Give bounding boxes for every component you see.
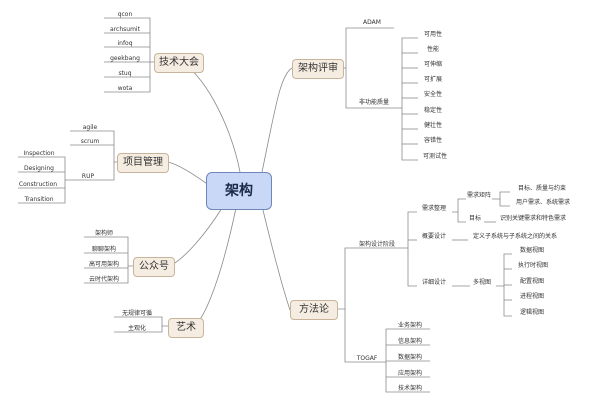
public-account-node[interactable]: 公众号 — [133, 257, 175, 277]
design-stage-label: 架构设计阶段 — [358, 241, 395, 248]
public-account-item: 架构师 — [94, 230, 113, 237]
art-node[interactable]: 艺术 — [168, 318, 204, 338]
arch-review-node[interactable]: 架构评审 — [292, 59, 344, 79]
togaf-item: 数据架构 — [397, 354, 422, 361]
quality-item: 性能 — [426, 46, 439, 53]
goal-label: 目标 — [468, 215, 481, 222]
quality-item: 可伸缩 — [423, 61, 442, 68]
view-item: 配置视图 — [519, 278, 544, 285]
detailed-design-label: 详细设计 — [421, 279, 446, 286]
quality-item: 稳定性 — [423, 107, 442, 114]
tech-conf-item: qcon — [117, 11, 133, 18]
public-account-item: 高可用架构 — [88, 261, 119, 268]
matrix-item: 目标、质量与约束 — [517, 185, 566, 192]
rup-phase: Construction — [18, 181, 58, 188]
requirements-label: 需求整理 — [421, 205, 446, 212]
methodology-node[interactable]: 方法论 — [290, 300, 338, 320]
overview-design-label: 概要设计 — [421, 233, 446, 240]
quality-item: 可扩展 — [423, 76, 442, 83]
overview-item: 定义子系统与子系统之间的关系 — [472, 233, 557, 240]
tech-conf-item: archsumit — [110, 26, 140, 33]
matrix-item: 用户需求、系统需求 — [515, 199, 570, 206]
view-item: 逻辑视图 — [519, 309, 544, 316]
quality-item: 健壮性 — [423, 122, 442, 129]
center-node[interactable]: 架构 — [206, 172, 272, 210]
pm-item-agile: agile — [82, 124, 98, 131]
togaf-item: 信息架构 — [397, 338, 422, 345]
req-matrix-label: 需求矩阵 — [466, 192, 491, 199]
togaf-item: 技术架构 — [397, 385, 422, 392]
public-account-item: 聊聊架构 — [91, 246, 116, 253]
multiview-label: 多视图 — [472, 279, 491, 286]
quality-item: 可测试性 — [422, 153, 447, 160]
pm-item-scrum: scrum — [80, 138, 100, 145]
quality-item: 安全性 — [423, 91, 442, 98]
art-item: 主观化 — [127, 325, 146, 332]
rup-phase: Designing — [24, 165, 54, 172]
quality-item: 可用性 — [423, 31, 442, 38]
tech-conf-item: infoq — [117, 40, 133, 47]
pm-item-rup: RUP — [81, 173, 95, 180]
rup-phase: Transition — [24, 196, 54, 203]
togaf-label: TOGAF — [356, 355, 378, 362]
tech-conf-item: stuq — [118, 70, 132, 77]
tech-conf-item: wota — [117, 85, 133, 92]
view-item: 执行时视图 — [517, 262, 548, 269]
rup-phase: Inspection — [23, 150, 55, 157]
project-management-node[interactable]: 项目管理 — [117, 153, 169, 173]
tech-conf-item: geekbang — [110, 55, 140, 62]
art-item: 无规律可循 — [121, 310, 152, 317]
quality-item: 容错性 — [423, 137, 442, 144]
goal-item: 识别关键需求和特色需求 — [499, 215, 566, 222]
adam-label: ADAM — [363, 19, 381, 26]
togaf-item: 应用架构 — [397, 370, 422, 377]
togaf-item: 业务架构 — [397, 322, 422, 329]
view-item: 数据视图 — [519, 247, 544, 254]
tech-conference-node[interactable]: 技术大会 — [154, 53, 204, 73]
public-account-item: 云时代架构 — [88, 276, 119, 283]
nonfunctional-quality-label: 非功能质量 — [358, 99, 389, 106]
view-item: 进程视图 — [519, 293, 544, 300]
